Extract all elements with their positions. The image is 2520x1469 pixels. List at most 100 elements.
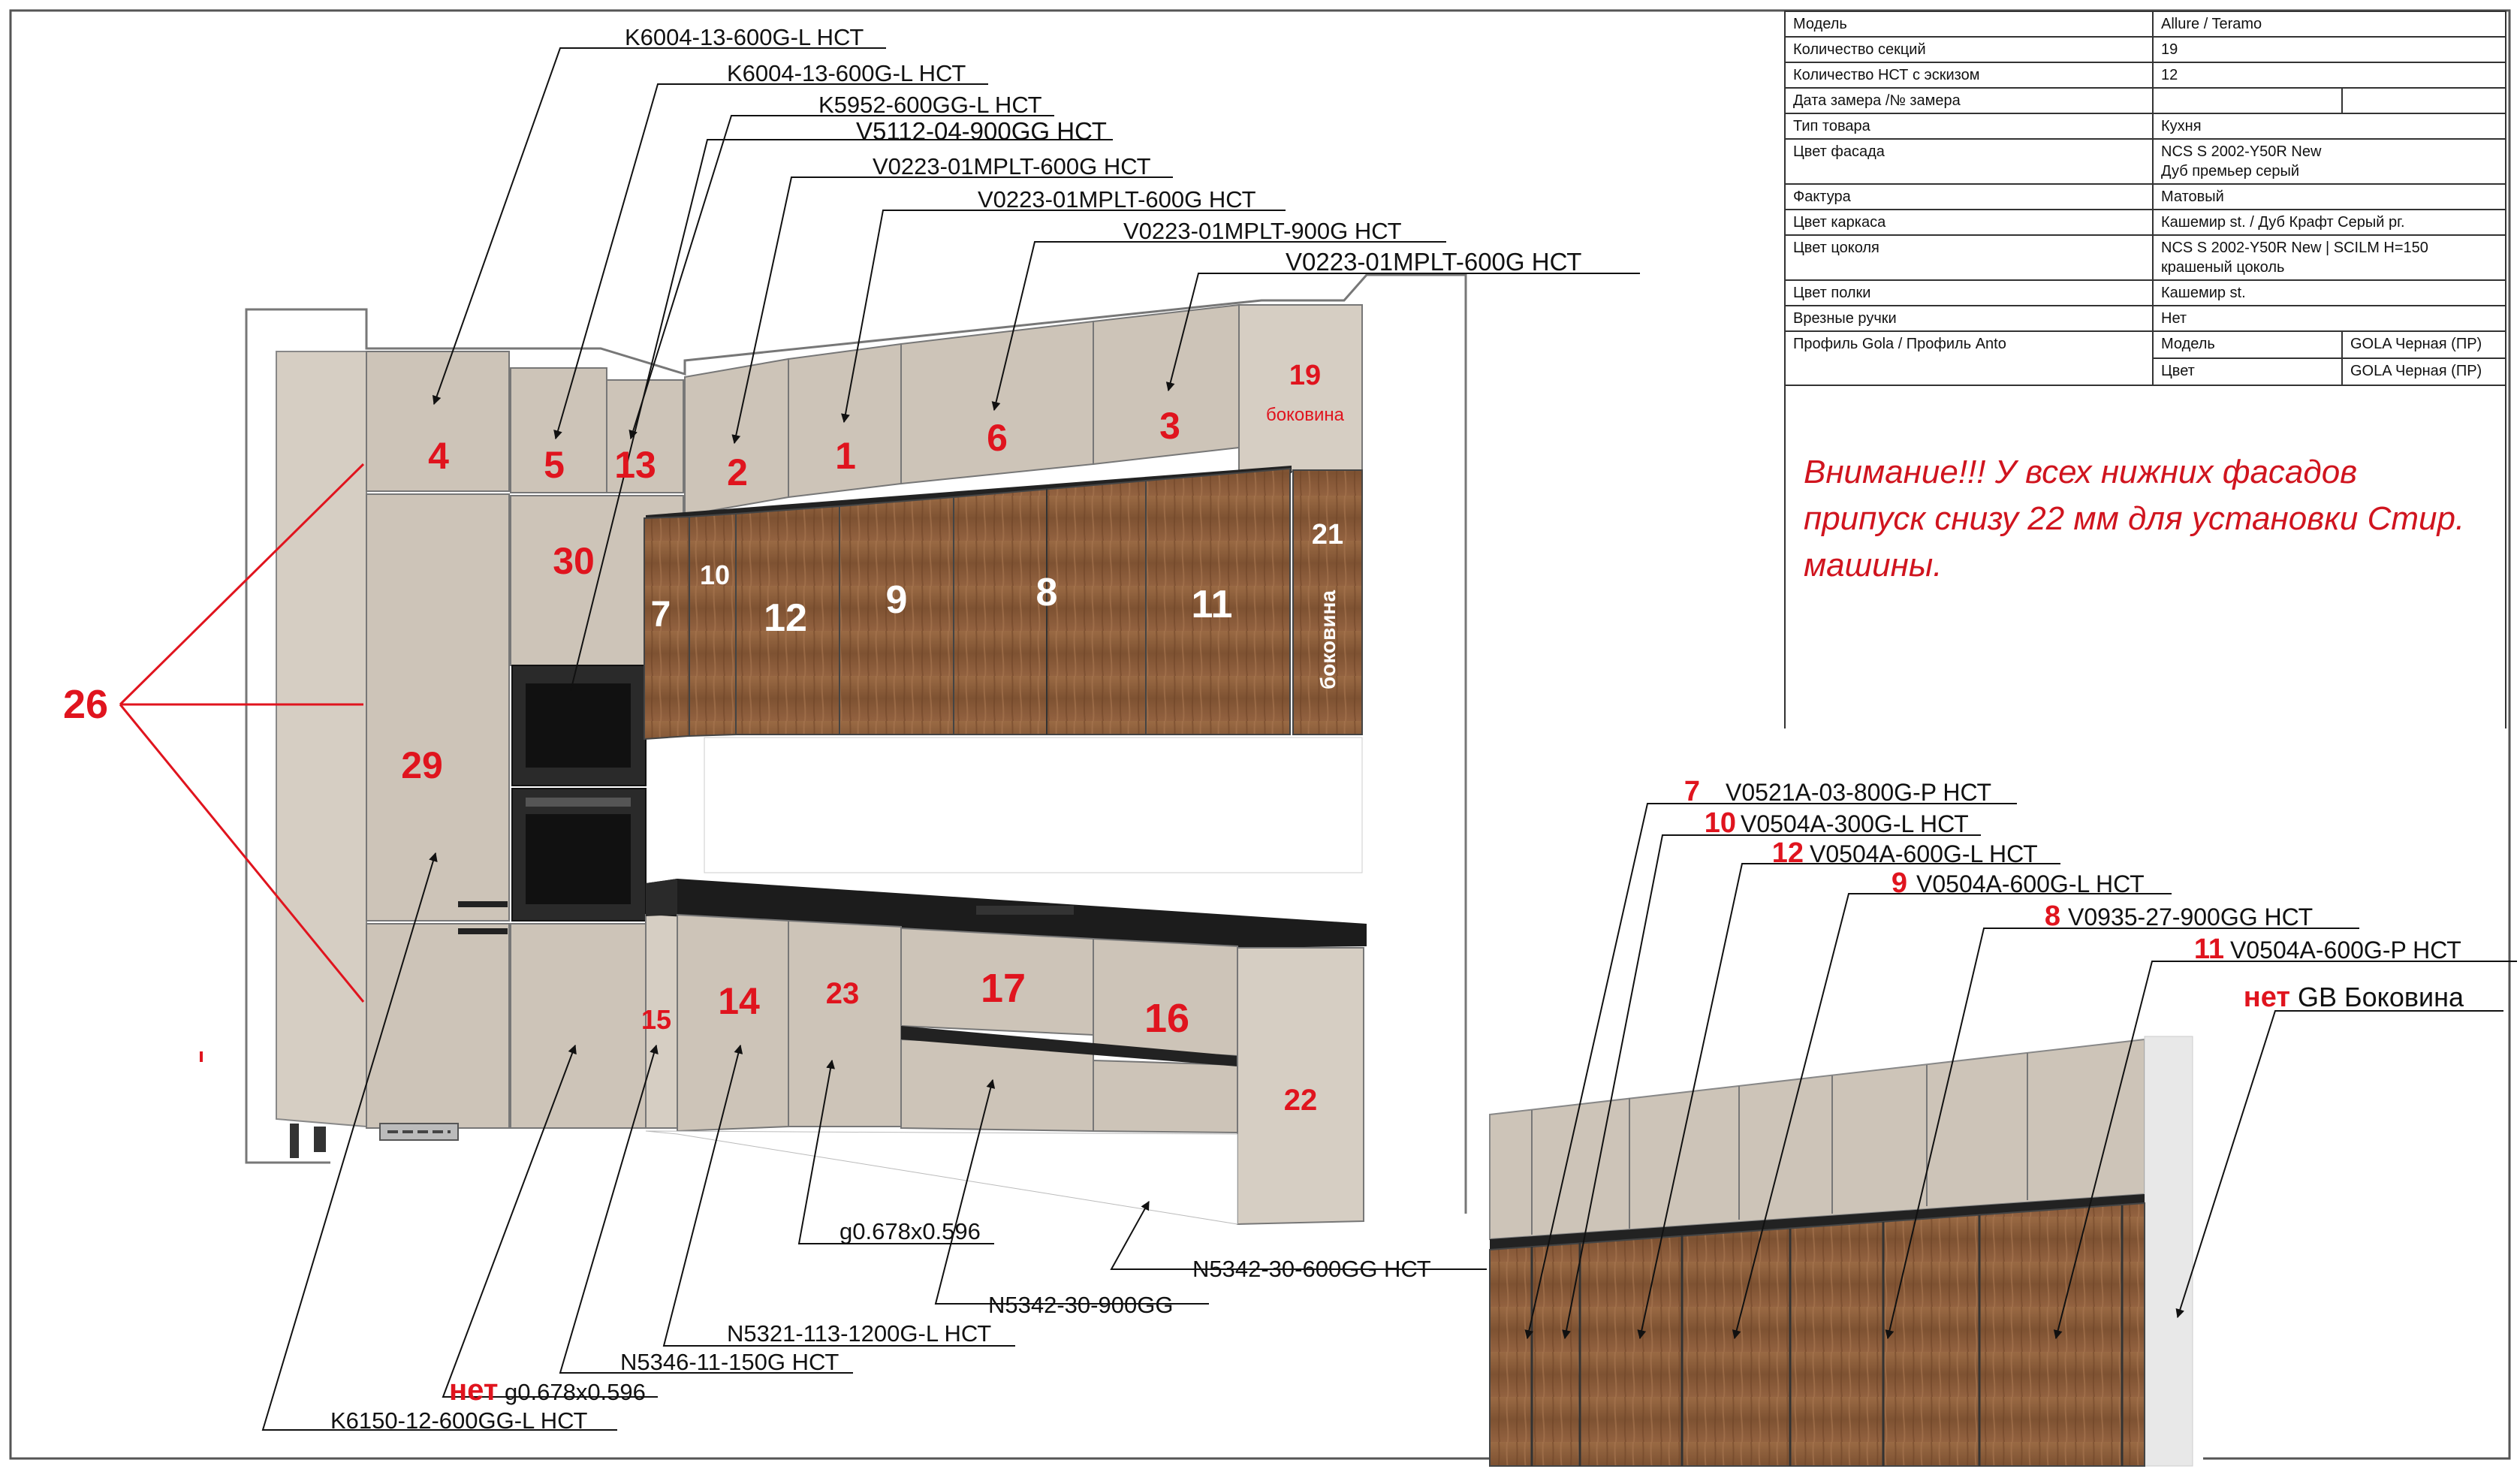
num-2: 2 (727, 451, 748, 493)
inset-num-10: 10 (1705, 807, 1736, 839)
spec-key: Профиль Gola / Профиль Anto (1784, 330, 2154, 386)
facade-23 (788, 919, 902, 1127)
inset-num-8: 8 (2045, 900, 2060, 932)
spec-value-line1: NCS S 2002-Y50R New | SCILM H=150 (2161, 240, 2428, 256)
drawer-lower-left (900, 1038, 1094, 1133)
spec-sub-key: Цвет (2152, 357, 2343, 386)
inset-code-12: V0504A-600G-L НСТ (1810, 840, 2038, 867)
num-29: 29 (401, 744, 443, 786)
notice-line: машины. (1804, 547, 1943, 584)
num-13: 13 (614, 444, 656, 486)
facade-11 (1145, 467, 1291, 735)
kitchen-main-view (245, 273, 1467, 1226)
num-22: 22 (1284, 1084, 1318, 1117)
inset-view (1489, 1036, 2203, 1467)
label-N5342-900: N5342-30-900GG (988, 1292, 1173, 1318)
num-19-sub: боковина (1266, 405, 1345, 425)
spec-key: Цвет полки (1784, 279, 2154, 306)
inset-code-11: V0504A-600G-P НСТ (2230, 937, 2461, 964)
spec-value: GOLA Черная (ПР) (2341, 357, 2506, 386)
num-10: 10 (700, 560, 730, 590)
label-g0678-a: g0.678x0.596 (839, 1218, 981, 1244)
spec-key: Количество НСТ с эскизом (1784, 62, 2154, 89)
main-code-labels: K6004-13-600G-L НСТ K6004-13-600G-L НСТ … (330, 24, 1581, 1434)
spec-value: 12 (2152, 62, 2506, 89)
label-g0678-b: g0.678x0.596 (505, 1379, 646, 1405)
inset-code-7: V0521A-03-800G-P НСТ (1726, 779, 1991, 806)
spec-value-2 (2341, 87, 2506, 114)
num-1: 1 (835, 435, 856, 477)
facade-6 (900, 320, 1094, 485)
spec-row: Дата замера /№ замера (1784, 87, 2506, 114)
num-7: 7 (651, 595, 671, 635)
drawer-lower-right (1093, 1059, 1238, 1134)
spec-key: Тип товара (1784, 113, 2154, 140)
spec-value: Нет (2152, 305, 2506, 332)
spec-key: Дата замера /№ замера (1784, 87, 2154, 114)
spec-value: Allure / Teramo (2152, 11, 2506, 38)
label-V0223-b: V0223-01MPLT-600G НСТ (978, 186, 1256, 213)
facade-14 (677, 913, 789, 1133)
num-21-sub: боковина (1316, 590, 1340, 689)
spec-key: Врезные ручки (1784, 305, 2154, 332)
spec-key: Модель (1784, 11, 2154, 38)
inset-num-9: 9 (1892, 867, 1907, 899)
spec-value: Кашемир st. / Дуб Крафт Серый рг. (2152, 209, 2506, 236)
spec-value (2152, 87, 2343, 114)
facade-lower-left (366, 923, 510, 1129)
side-panel-26 (276, 351, 367, 1128)
num-12: 12 (764, 596, 807, 640)
num-17: 17 (981, 966, 1026, 1011)
label-V0223-d: V0223-01MPLT-600G НСТ (1286, 248, 1581, 276)
label-K5952: K5952-600GG-L НСТ (818, 92, 1042, 118)
num-9: 9 (886, 578, 908, 622)
spec-key: Цвет каркаса (1784, 209, 2154, 236)
label-K6004-top: K6004-13-600G-L НСТ (625, 24, 864, 50)
label-K6150: K6150-12-600GG-L НСТ (330, 1407, 587, 1434)
label-V0223-c: V0223-01MPLT-900G НСТ (1123, 218, 1402, 244)
side-21 (1292, 469, 1363, 735)
num-26: 26 (63, 682, 108, 727)
inset-labels: 7 V0521A-03-800G-P НСТ 10 V0504A-300G-L … (1684, 776, 2464, 1013)
inset-code-gb: GB Боковина (2298, 982, 2464, 1012)
num-19: 19 (1289, 360, 1321, 391)
spec-value-line1: NCS S 2002-Y50R New (2161, 143, 2322, 160)
spec-sub-key: Модель (2152, 330, 2343, 359)
num-4: 4 (428, 435, 449, 477)
num-5: 5 (544, 444, 565, 486)
inset-code-9: V0504A-600G-L НСТ (1916, 870, 2145, 897)
label-V0223-a: V0223-01MPLT-600G НСТ (873, 153, 1151, 179)
spec-key: Фактура (1784, 183, 2154, 210)
num-23: 23 (826, 977, 860, 1010)
spec-value: Кашемир st. (2152, 279, 2506, 306)
label-N5342-600: N5342-30-600GG НСТ (1192, 1256, 1431, 1282)
label-N5321: N5321-113-1200G-L НСТ (727, 1320, 991, 1347)
inset-code-10: V0504A-300G-L НСТ (1741, 810, 1969, 837)
label-N5346: N5346-11-150G НСТ (620, 1349, 839, 1375)
facade-10 (689, 512, 737, 738)
num-11: 11 (1192, 583, 1233, 626)
facade-4 (366, 351, 510, 492)
leader-26 (119, 463, 365, 1003)
inset-leader-lines (1524, 803, 2517, 1340)
inset-num-12: 12 (1772, 837, 1804, 869)
spec-key: Цвет фасада (1784, 138, 2154, 185)
spec-key: Количество секций (1784, 36, 2154, 63)
inset-net: нет (2244, 982, 2290, 1013)
label-net-prefix: нет (449, 1374, 498, 1407)
spec-value: Матовый (2152, 183, 2506, 210)
leader-lines (261, 47, 1640, 1431)
